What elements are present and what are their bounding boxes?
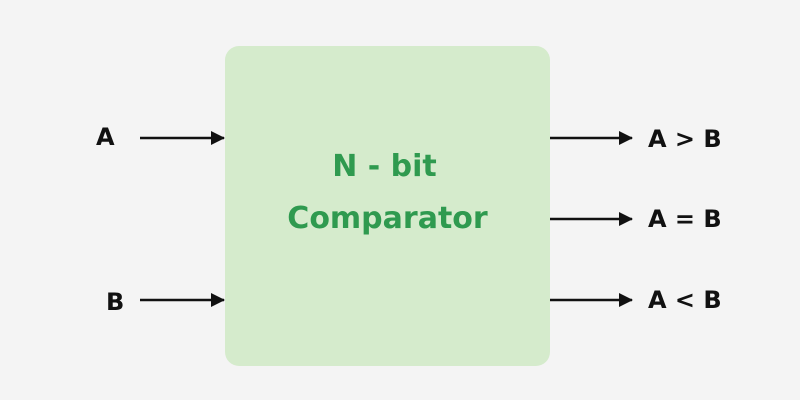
block-title-line1: N - bit [332,149,437,184]
output-label-eq: A = B [648,205,722,233]
output-label-gt: A > B [648,125,722,153]
output-label-lt: A < B [648,286,722,314]
block-title-line2: Comparator [287,201,488,236]
comparator-block [225,46,550,366]
input-label-a: A [96,123,115,151]
input-label-b: B [106,288,125,316]
